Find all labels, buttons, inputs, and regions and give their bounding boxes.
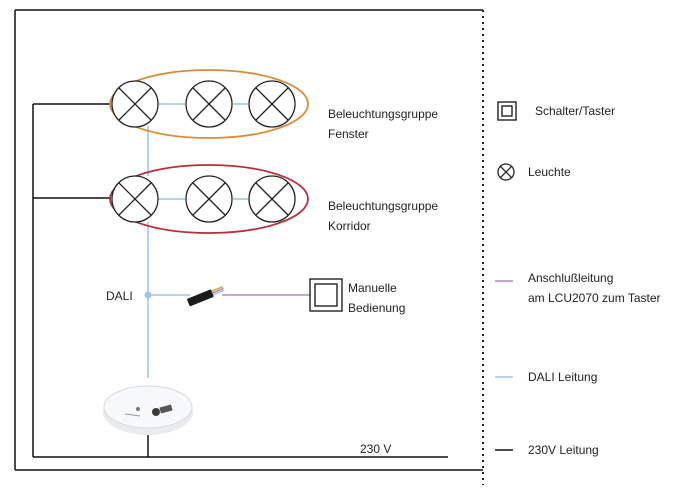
group-label-fenster: Beleuchtungsgruppe Fenster xyxy=(328,104,438,144)
lamp-icon xyxy=(248,80,296,128)
legend-connection-line: am LCU2070 zum Taster xyxy=(528,291,661,305)
legend-dali-label: DALI Leitung xyxy=(528,370,598,384)
voltage-label: 230 V xyxy=(360,442,392,456)
legend-mains-label: 230V Leitung xyxy=(528,443,599,457)
group-label-line: Beleuchtungsgruppe xyxy=(328,199,439,213)
lamp-icon xyxy=(185,80,233,128)
dali-junction-dot xyxy=(144,291,152,299)
manual-label-line: Manuelle xyxy=(348,281,397,295)
legend-lamp-label: Leuchte xyxy=(528,165,571,179)
legend-switch-label: Schalter/Taster xyxy=(535,104,616,118)
legend-lamp-icon xyxy=(497,163,515,181)
manual-operation-label: Manuelle Bedienung xyxy=(348,278,405,318)
dali-bus xyxy=(144,126,190,378)
lighting-group-korridor xyxy=(109,164,309,234)
legend-switch-icon xyxy=(497,101,517,121)
group-label-line: Fenster xyxy=(328,127,369,141)
legend-connection-line: Anschlußleitung xyxy=(528,271,614,285)
cable-plug xyxy=(187,285,225,307)
lamp-icon xyxy=(111,175,159,223)
sensor-device xyxy=(103,385,193,435)
lamp-icon xyxy=(111,80,159,128)
group-label-line: Beleuchtungsgruppe xyxy=(328,107,439,121)
manual-label-line: Bedienung xyxy=(348,301,406,315)
lamp-icon xyxy=(185,175,233,223)
group-label-line: Korridor xyxy=(328,219,371,233)
lamp-icon xyxy=(248,175,296,223)
dali-label: DALI xyxy=(106,289,133,303)
group-label-korridor: Beleuchtungsgruppe Korridor xyxy=(328,196,438,236)
lighting-group-fenster xyxy=(109,69,309,139)
legend-connection-label: Anschlußleitung am LCU2070 zum Taster xyxy=(528,268,661,308)
manual-switch xyxy=(309,278,343,312)
group-ring-korridor xyxy=(109,164,309,234)
group-ring-fenster xyxy=(109,69,309,139)
mains-wiring xyxy=(32,103,448,458)
